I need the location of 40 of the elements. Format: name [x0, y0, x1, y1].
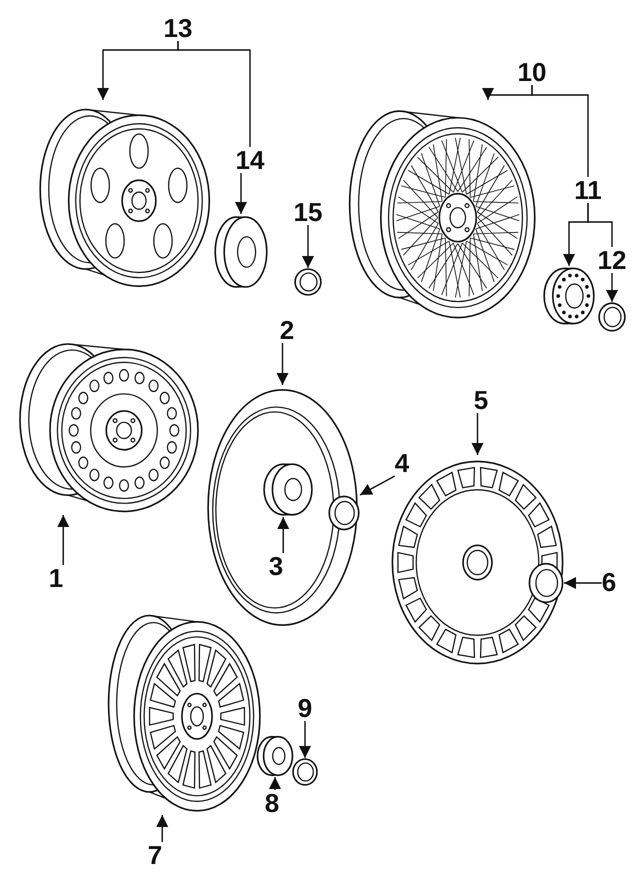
callout-number: 4	[394, 450, 410, 476]
small-cap-drawing	[328, 495, 360, 531]
leader-line	[606, 273, 618, 302]
callout-number: 1	[48, 565, 64, 591]
callout-number: 9	[298, 695, 312, 721]
callout-number: 2	[280, 317, 294, 343]
small-cap-drawing	[598, 302, 626, 332]
leader-line	[235, 173, 247, 214]
leader-line	[276, 343, 288, 385]
leader-line	[269, 777, 281, 790]
center-cap-drawing	[213, 214, 269, 290]
leader-line	[472, 413, 484, 455]
callout-number: 3	[268, 553, 284, 579]
hub-cap-drawing	[262, 462, 314, 517]
leader-line	[531, 85, 589, 177]
callout-number: 14	[236, 147, 264, 173]
callout-number: 6	[602, 569, 616, 595]
leader-line	[277, 517, 290, 553]
leader-line	[587, 203, 613, 247]
hub-cap-drawing	[256, 735, 294, 777]
leader-line	[302, 225, 314, 268]
callout-number: 7	[148, 842, 162, 868]
leader-line	[482, 85, 533, 100]
center-cap-drawing	[542, 266, 596, 326]
callout-number: 5	[474, 387, 488, 413]
callout-number: 8	[264, 790, 280, 816]
callout-number: 15	[294, 199, 322, 225]
small-cap-drawing	[528, 562, 564, 604]
leader-line	[360, 475, 396, 496]
callout-number: 10	[518, 59, 546, 85]
leader-line	[564, 577, 602, 589]
callout-number: 13	[164, 15, 192, 41]
leader-line	[156, 815, 168, 842]
small-cap-drawing	[292, 758, 318, 786]
leader-line	[299, 721, 311, 758]
leader-line	[177, 41, 251, 147]
callout-number: 12	[598, 247, 626, 273]
callout-number: 11	[574, 177, 602, 203]
leader-line	[57, 515, 70, 565]
small-cap-drawing	[294, 268, 322, 296]
